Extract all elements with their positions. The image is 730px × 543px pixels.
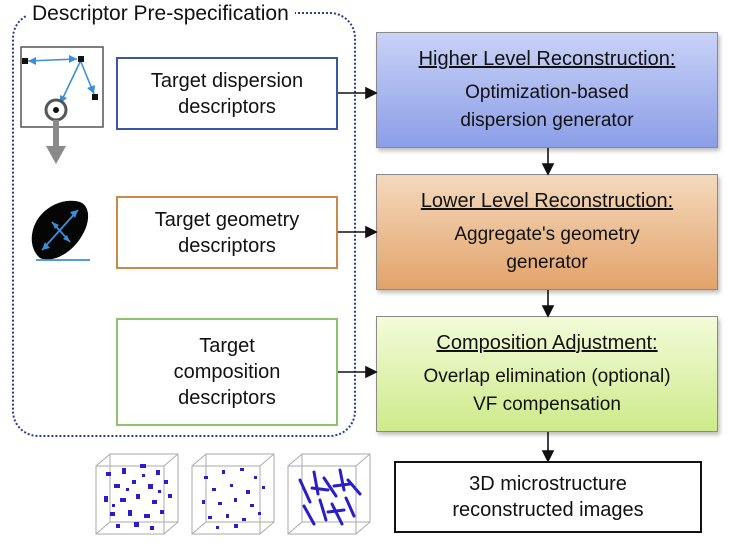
geometry-arrow-head: [365, 225, 378, 239]
geometry-descriptor-line2: descriptors: [178, 234, 276, 257]
geometry-descriptor-box: Target geometry descriptors: [116, 196, 338, 269]
higher-level-stage: Higher Level Reconstruction: Optimizatio…: [376, 32, 718, 148]
microstructure-cube-2: [191, 453, 275, 535]
dispersion-descriptor-line1: Target dispersion: [150, 69, 304, 92]
dispersion-arrow-head: [365, 86, 378, 100]
dispersion-descriptor-line2: descriptors: [178, 95, 276, 118]
dispersion-descriptor-icon: [20, 46, 104, 164]
lower-level-stage: Lower Level Reconstruction: Aggregate's …: [376, 174, 718, 290]
composition-descriptor-box: Target composition descriptors: [116, 318, 338, 426]
composition-line2: VF compensation: [473, 394, 621, 415]
stage1-to-stage2-head: [541, 163, 555, 176]
composition-stage: Composition Adjustment: Overlap eliminat…: [376, 316, 718, 432]
lower-level-line1: Aggregate's geometry: [454, 224, 640, 245]
dispersion-descriptor-box: Target dispersion descriptors: [116, 57, 338, 130]
higher-level-header: Higher Level Reconstruction:: [418, 48, 676, 70]
group-title: Descriptor Pre-specification: [26, 2, 295, 26]
microstructure-cube-3: [287, 453, 371, 535]
composition-descriptor-line2: composition: [173, 361, 281, 383]
composition-header: Composition Adjustment:: [436, 332, 658, 354]
geometry-descriptor-icon: [31, 200, 90, 261]
higher-level-line2: dispersion generator: [460, 110, 634, 131]
composition-line1: Overlap elimination (optional): [423, 366, 671, 387]
microstructure-cube-1: [95, 453, 179, 535]
composition-descriptor-line1: Target: [199, 335, 255, 357]
higher-level-line1: Optimization-based: [465, 82, 629, 103]
composition-arrow-head: [365, 365, 378, 379]
stage3-to-output-head: [541, 450, 555, 463]
output-line1: 3D microstructure: [469, 473, 627, 495]
stage2-to-stage3-head: [541, 305, 555, 318]
output-line2: reconstructed images: [452, 499, 644, 521]
lower-level-header: Lower Level Reconstruction:: [420, 190, 674, 212]
composition-descriptor-line3: descriptors: [178, 387, 276, 409]
lower-level-line2: generator: [506, 252, 588, 273]
geometry-descriptor-line1: Target geometry: [154, 208, 300, 231]
